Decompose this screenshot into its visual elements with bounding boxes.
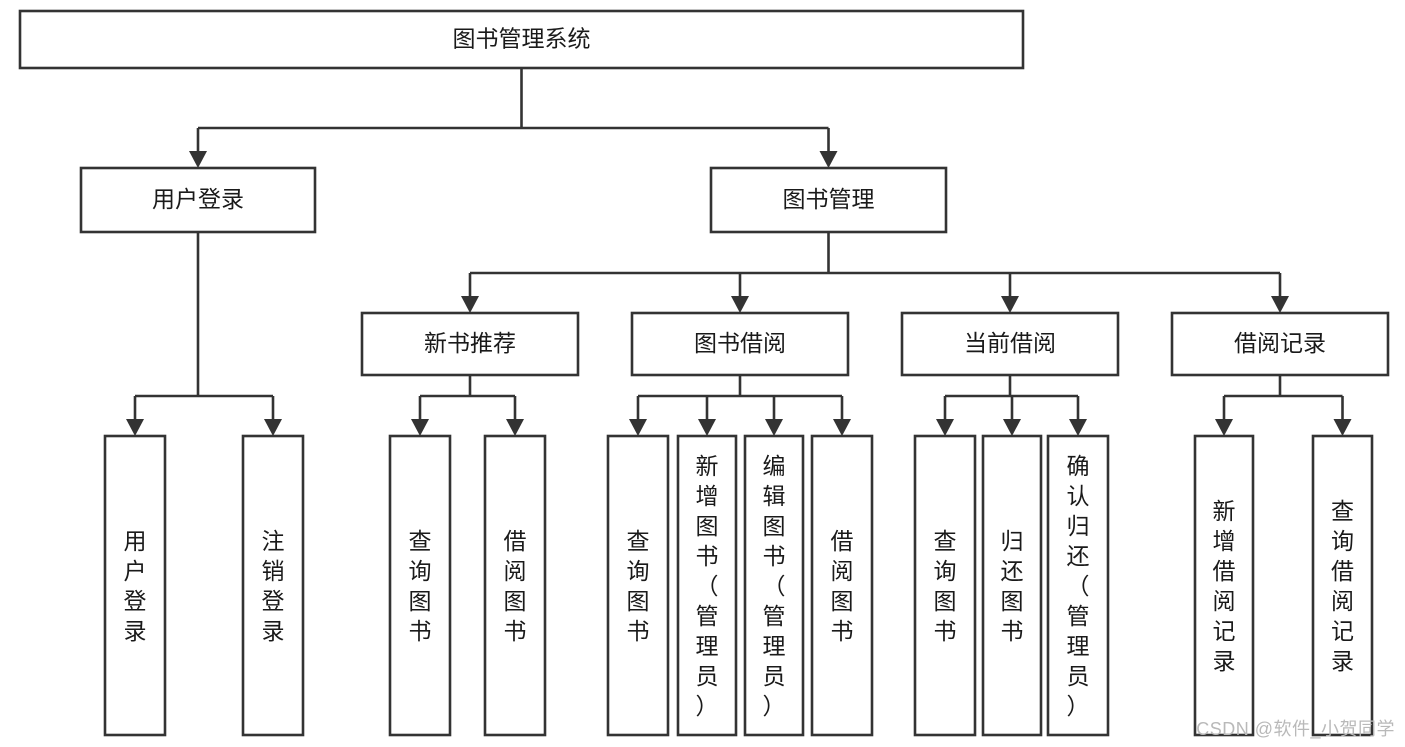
arrow-head bbox=[1333, 419, 1352, 436]
node-n-record[interactable]: 借阅记录 bbox=[1170, 311, 1390, 377]
node-l13[interactable]: 查询借阅记录 bbox=[1311, 434, 1374, 737]
node-box bbox=[900, 311, 1120, 377]
node-label: 编辑图书（管理员） bbox=[763, 453, 786, 719]
node-box bbox=[18, 9, 1025, 70]
arrow-head bbox=[126, 419, 144, 436]
node-box bbox=[241, 434, 305, 737]
node-l3[interactable]: 查询图书 bbox=[388, 434, 452, 737]
node-box bbox=[1046, 434, 1110, 737]
node-label: 查询图书 bbox=[627, 528, 650, 644]
node-label: 查询图书 bbox=[409, 528, 432, 644]
node-box bbox=[606, 434, 670, 737]
edge-group-n-record bbox=[1215, 375, 1352, 436]
edge-group-n-login bbox=[126, 232, 282, 436]
node-box bbox=[630, 311, 850, 377]
node-label: 新增图书（管理员） bbox=[696, 453, 719, 719]
node-box bbox=[103, 434, 167, 737]
node-n-borrow[interactable]: 图书借阅 bbox=[630, 311, 850, 377]
node-label: 新增借阅记录 bbox=[1213, 498, 1236, 674]
nodes-layer: 图书管理系统用户登录图书管理新书推荐图书借阅当前借阅借阅记录用户登录注销登录查询… bbox=[18, 9, 1390, 737]
node-label: 图书管理系统 bbox=[453, 26, 591, 52]
arrow-head bbox=[461, 296, 479, 313]
arrow-head bbox=[411, 419, 429, 436]
arrow-head bbox=[1003, 419, 1021, 436]
node-l10[interactable]: 归还图书 bbox=[981, 434, 1043, 737]
node-label: 用户登录 bbox=[124, 528, 147, 644]
node-box bbox=[709, 166, 948, 234]
node-label: 查询图书 bbox=[934, 528, 957, 644]
arrow-head bbox=[765, 419, 783, 436]
node-box bbox=[981, 434, 1043, 737]
node-l5[interactable]: 查询图书 bbox=[606, 434, 670, 737]
node-box bbox=[483, 434, 547, 737]
arrow-head bbox=[1271, 296, 1289, 313]
arrow-head bbox=[936, 419, 954, 436]
node-l12[interactable]: 新增借阅记录 bbox=[1193, 434, 1255, 737]
node-l4[interactable]: 借阅图书 bbox=[483, 434, 547, 737]
node-l8[interactable]: 借阅图书 bbox=[810, 434, 874, 737]
arrow-head bbox=[506, 419, 524, 436]
node-box bbox=[743, 434, 805, 737]
node-box bbox=[388, 434, 452, 737]
node-label: 确认归还（管理员） bbox=[1067, 453, 1090, 719]
arrow-head bbox=[731, 296, 749, 313]
arrow-head bbox=[833, 419, 851, 436]
edges-layer bbox=[126, 68, 1352, 436]
node-label: 查询借阅记录 bbox=[1331, 498, 1354, 674]
node-box bbox=[360, 311, 580, 377]
edge-group-n-manage bbox=[461, 232, 1289, 313]
arrow-head bbox=[629, 419, 647, 436]
arrow-head bbox=[264, 419, 282, 436]
edge-group-n-borrow bbox=[629, 375, 851, 436]
node-label: 当前借阅 bbox=[964, 330, 1056, 356]
node-l9[interactable]: 查询图书 bbox=[913, 434, 977, 737]
node-box bbox=[1170, 311, 1390, 377]
arrow-head bbox=[189, 151, 207, 168]
arrow-head bbox=[698, 419, 716, 436]
node-root[interactable]: 图书管理系统 bbox=[18, 9, 1025, 70]
arrow-head bbox=[819, 151, 838, 168]
arrow-head bbox=[1001, 296, 1019, 313]
node-label: 新书推荐 bbox=[424, 330, 516, 356]
node-label: 图书借阅 bbox=[694, 330, 786, 356]
node-n-login[interactable]: 用户登录 bbox=[79, 166, 317, 234]
node-label: 注销登录 bbox=[262, 528, 285, 644]
node-label: 借阅图书 bbox=[831, 528, 854, 644]
node-l6[interactable]: 新增图书（管理员） bbox=[676, 434, 738, 737]
arrow-head bbox=[1069, 419, 1087, 436]
node-box bbox=[79, 166, 317, 234]
edge-group-n-current bbox=[936, 375, 1087, 436]
node-n-newrec[interactable]: 新书推荐 bbox=[360, 311, 580, 377]
node-box bbox=[1193, 434, 1255, 737]
edge-group-root bbox=[189, 68, 838, 168]
node-n-current[interactable]: 当前借阅 bbox=[900, 311, 1120, 377]
node-label: 借阅记录 bbox=[1234, 330, 1326, 356]
node-l1[interactable]: 用户登录 bbox=[103, 434, 167, 737]
node-label: 用户登录 bbox=[152, 186, 244, 212]
node-n-manage[interactable]: 图书管理 bbox=[709, 166, 948, 234]
node-l7[interactable]: 编辑图书（管理员） bbox=[743, 434, 805, 737]
node-label: 归还图书 bbox=[1001, 528, 1024, 644]
node-label: 借阅图书 bbox=[504, 528, 527, 644]
node-label: 图书管理 bbox=[783, 186, 875, 212]
node-box bbox=[810, 434, 874, 737]
node-l2[interactable]: 注销登录 bbox=[241, 434, 305, 737]
arrow-head bbox=[1215, 419, 1233, 436]
edge-group-n-newrec bbox=[411, 375, 524, 436]
node-box bbox=[1311, 434, 1374, 737]
node-box bbox=[676, 434, 738, 737]
node-box bbox=[913, 434, 977, 737]
node-l11[interactable]: 确认归还（管理员） bbox=[1046, 434, 1110, 737]
